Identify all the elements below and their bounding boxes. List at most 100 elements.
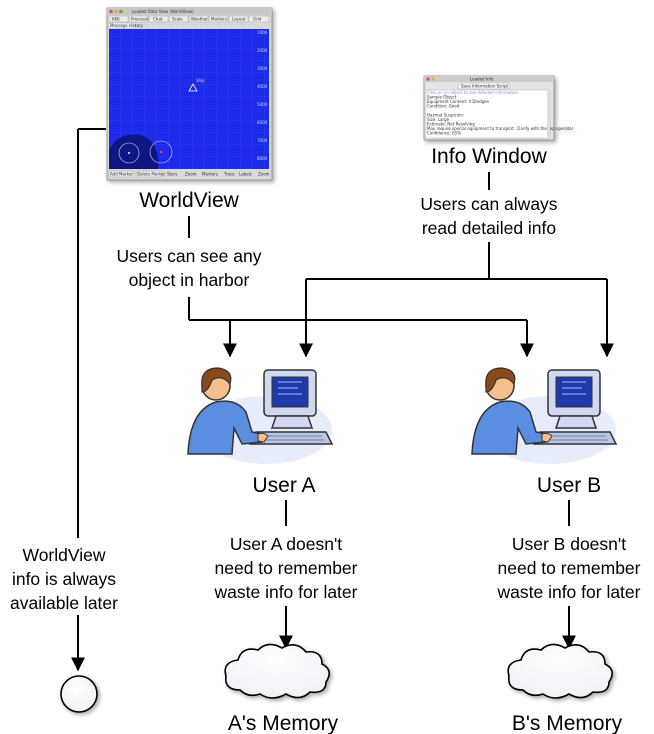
footer-check[interactable]: Labels	[239, 172, 252, 177]
connectors	[71, 128, 614, 672]
memory-a-caption: A's Memory	[228, 712, 339, 734]
svg-text:1000: 1000	[257, 30, 268, 35]
edge-label-user-a: User A doesn't need to remember waste in…	[214, 534, 358, 602]
edge-label-info: Users can always read detailed info	[420, 194, 557, 238]
svg-text:Condition: Good: Condition: Good	[427, 104, 460, 109]
svg-text:Equipment Content: 4 Dredges: Equipment Content: 4 Dredges	[427, 99, 489, 104]
svg-text:4000: 4000	[257, 84, 268, 89]
edge-label-worldview-later: WorldView info is always available later	[10, 545, 118, 613]
svg-text:need to remember: need to remember	[215, 558, 358, 578]
svg-text:Hazmat Suspicion:: Hazmat Suspicion:	[427, 113, 464, 118]
svg-text:Confidence: 65%: Confidence: 65%	[427, 131, 461, 136]
svg-text:Weather: Weather	[191, 17, 208, 22]
svg-text:6000: 6000	[257, 120, 268, 125]
svg-text:3000: 3000	[257, 66, 268, 71]
info-window-caption: Info Window	[431, 145, 547, 168]
close-icon[interactable]	[426, 77, 430, 81]
close-icon[interactable]	[109, 9, 113, 14]
info-lines: Sample Object Equipment Content: 4 Dredg…	[427, 95, 574, 136]
footer-check[interactable]: Zoom	[185, 172, 197, 177]
menu-button[interactable]: Weather	[188, 15, 209, 23]
svg-text:read detailed info: read detailed info	[422, 218, 556, 238]
info-titlebar	[424, 76, 554, 82]
info-scrollbar[interactable]	[547, 90, 550, 138]
svg-text:User A doesn't: User A doesn't	[230, 534, 342, 554]
message-history-label: Message History	[110, 23, 144, 28]
cloud-icon	[224, 643, 330, 699]
svg-text:Users can see any: Users can see any	[117, 246, 262, 266]
user-clipart	[187, 367, 334, 464]
ship-label: Ship	[196, 78, 205, 83]
menu-button[interactable]: Grid	[248, 15, 270, 23]
svg-text:Delete Marker: Delete Marker	[137, 172, 166, 177]
svg-text:Scale: Scale	[172, 17, 183, 22]
svg-text:Chat: Chat	[153, 17, 163, 22]
svg-text:Sample Object: Sample Object	[427, 95, 457, 100]
worldview-window-title: Loaded Data View (WorldView)	[132, 9, 194, 14]
add-marker-button[interactable]	[108, 170, 134, 178]
minimize-icon[interactable]	[431, 77, 435, 81]
svg-text:waste info for later: waste info for later	[497, 582, 641, 602]
marker-dot[interactable]	[128, 152, 130, 154]
memory-b-caption: B's Memory	[512, 712, 623, 734]
person-hair	[485, 367, 516, 393]
message-history-tab[interactable]	[108, 22, 136, 29]
menu-button[interactable]: Layout	[228, 15, 249, 23]
menu-button[interactable]: Markers	[208, 15, 229, 23]
svg-text:info is always: info is always	[12, 569, 116, 589]
person-hair	[201, 367, 232, 393]
shaded-region	[109, 134, 159, 169]
menu-button[interactable]: Scale	[168, 15, 189, 23]
marker-dot[interactable]	[159, 150, 163, 154]
svg-text:Processing: Processing	[131, 17, 153, 22]
footer-check[interactable]: Stars	[167, 172, 177, 177]
info-window: Loaded Info Save Information Script Clic…	[423, 75, 574, 141]
info-text-area[interactable]	[425, 89, 551, 139]
menu-button[interactable]: KKK	[108, 15, 129, 23]
svg-text:2000: 2000	[257, 48, 268, 53]
menu-button[interactable]: Chat	[148, 15, 169, 23]
map-tick-labels: 1000 2000 3000 4000 5000 6000 7000 8000	[257, 30, 268, 161]
worldview-titlebar	[107, 8, 272, 15]
svg-text:available later: available later	[10, 593, 118, 613]
info-window-title: Loaded Info	[470, 77, 494, 82]
delete-marker-button[interactable]	[135, 170, 163, 178]
svg-text:object in harbor: object in harbor	[129, 270, 250, 290]
svg-text:Save Information Script: Save Information Script	[461, 84, 509, 89]
svg-text:Size: Large: Size: Large	[427, 117, 450, 122]
svg-text:5000: 5000	[257, 102, 268, 107]
edge-label-user-b: User B doesn't need to remember waste in…	[497, 534, 641, 602]
range-circle	[118, 142, 140, 164]
ship-icon[interactable]	[188, 83, 198, 92]
svg-text:waste info for later: waste info for later	[214, 582, 358, 602]
svg-text:User B doesn't: User B doesn't	[512, 534, 626, 554]
svg-text:8000: 8000	[257, 156, 268, 161]
worldview-caption: WorldView	[139, 189, 239, 212]
svg-text:7000: 7000	[257, 138, 268, 143]
menu-button[interactable]: Processing	[128, 15, 153, 23]
worldview-menu: KKK Processing Chat Scale Weather Marker…	[108, 15, 270, 23]
svg-text:Add Marker: Add Marker	[110, 172, 133, 177]
svg-text:Markers: Markers	[211, 17, 227, 22]
user-a-illustration	[187, 367, 334, 464]
footer-check[interactable]: Trace	[223, 172, 235, 177]
minimize-icon[interactable]	[114, 9, 118, 14]
footer-check[interactable]: Markers	[202, 172, 218, 177]
user-b-illustration	[471, 367, 618, 464]
range-circle	[149, 140, 173, 164]
svg-text:need to remember: need to remember	[498, 558, 641, 578]
footer-zoom[interactable]: Zoom	[258, 172, 270, 177]
worldview-window: Loaded Data View (WorldView) KKK Process…	[106, 7, 273, 181]
svg-text:WorldView: WorldView	[23, 545, 106, 565]
zoom-icon[interactable]	[119, 9, 123, 14]
save-info-button[interactable]	[457, 82, 511, 90]
user-clipart	[471, 367, 618, 464]
user-a-caption: User A	[252, 474, 315, 497]
svg-text:Layout: Layout	[232, 17, 246, 22]
info-highlight: Click on an object to see detailed infor…	[427, 90, 519, 95]
cloud-icon	[507, 643, 613, 699]
svg-text:KKK: KKK	[112, 17, 120, 22]
svg-text:Users can always: Users can always	[420, 194, 557, 214]
worldview-footer: Add Marker Delete Marker Stars Zoom Mark…	[108, 170, 270, 178]
svg-text:May require special equipment: May require special equipment to transpo…	[427, 126, 574, 131]
